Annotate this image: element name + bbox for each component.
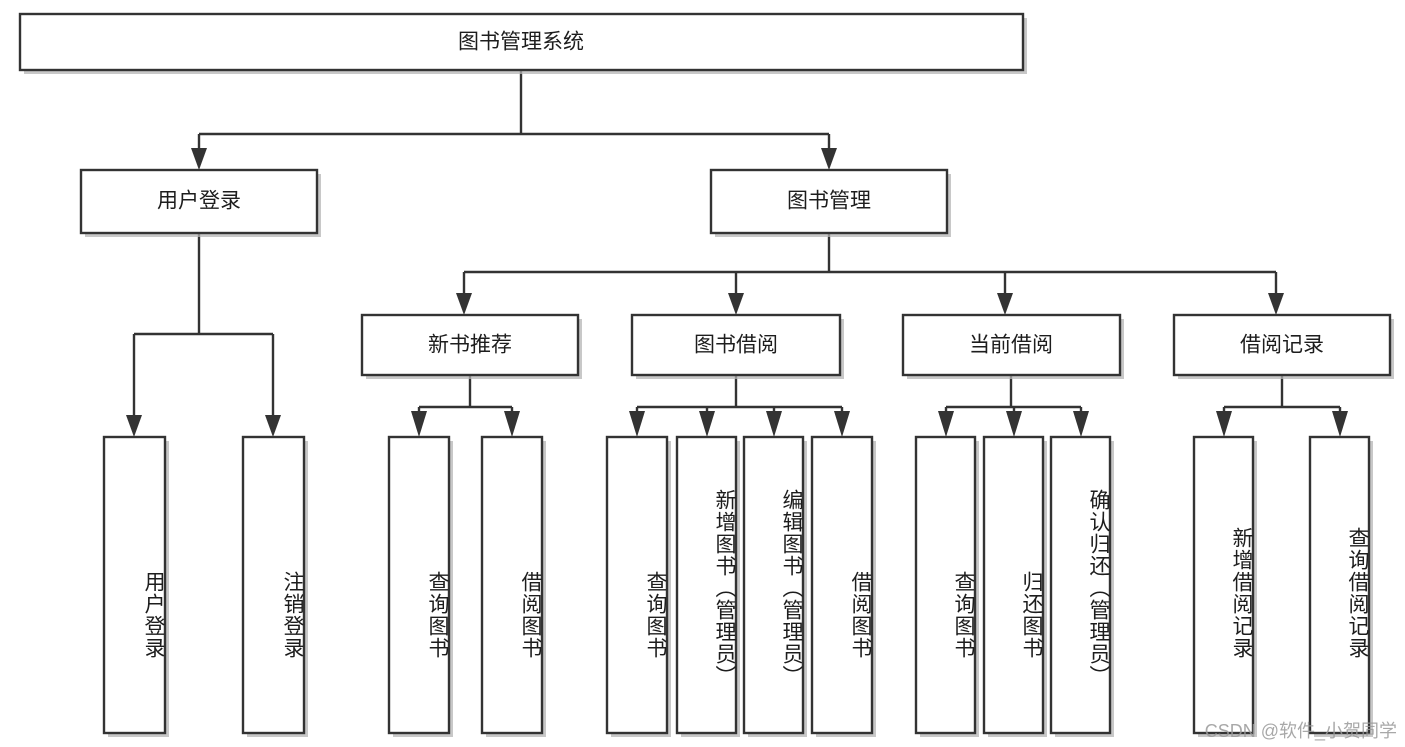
leaf-user-login-box[interactable] (102, 435, 167, 735)
node-root[interactable]: 图书管理系统 (18, 12, 1027, 74)
arrowhead-current-borrow (997, 293, 1013, 315)
arrowhead-leaf-borrow-book-2 (834, 411, 850, 437)
node-current-borrow-label: 当前借阅 (969, 334, 1053, 357)
leaf-query-book-2-box[interactable] (605, 435, 669, 735)
leaf-add-book-box[interactable] (675, 435, 738, 735)
node-borrow-record-box[interactable] (1172, 313, 1392, 377)
node-user-login-label: 用户登录 (157, 190, 241, 213)
arrowhead-borrow-record (1268, 293, 1284, 315)
arrowhead-leaf-add-record (1216, 411, 1232, 437)
node-book-manage-box[interactable] (709, 168, 949, 235)
node-current-borrow-box[interactable] (901, 313, 1122, 377)
node-new-book-recommend-box[interactable] (360, 313, 580, 377)
leaf-edit-book-box[interactable] (742, 435, 805, 735)
arrowhead-leaf-query-book-3 (938, 411, 954, 437)
node-borrow-record[interactable]: 借阅记录 (1172, 313, 1394, 379)
leaf-query-book-1-box[interactable] (387, 435, 451, 735)
arrowhead-book-borrow (728, 293, 744, 315)
arrowhead-leaf-query-book-2 (629, 411, 645, 437)
node-book-borrow[interactable]: 图书借阅 (630, 313, 844, 379)
leaf-return-book-box[interactable] (982, 435, 1045, 735)
arrowhead-leaf-edit-book (766, 411, 782, 437)
arrowhead-leaf-user-logout (265, 415, 281, 437)
node-book-manage-label: 图书管理 (787, 190, 871, 213)
node-new-book-recommend-label: 新书推荐 (428, 334, 512, 357)
leaf-query-book-3-box[interactable] (914, 435, 977, 735)
arrowhead-leaf-confirm-return (1073, 411, 1089, 437)
arrowhead-leaf-user-login (126, 415, 142, 437)
node-user-login-box[interactable] (79, 168, 319, 235)
arrowhead-leaf-add-book (699, 411, 715, 437)
arrowhead-leaf-return-book (1006, 411, 1022, 437)
node-borrow-record-label: 借阅记录 (1240, 334, 1324, 357)
node-new-book-recommend[interactable]: 新书推荐 (360, 313, 582, 379)
leaf-confirm-return-box[interactable] (1049, 435, 1112, 735)
leaf-query-record-box[interactable] (1308, 435, 1371, 735)
node-current-borrow[interactable]: 当前借阅 (901, 313, 1124, 379)
node-root-label: 图书管理系统 (458, 31, 584, 54)
node-root-box[interactable] (18, 12, 1025, 72)
leaf-add-record-box[interactable] (1192, 435, 1255, 735)
arrowhead-new-book-recommend (456, 293, 472, 315)
node-user-login[interactable]: 用户登录 (79, 168, 321, 237)
node-book-borrow-label: 图书借阅 (694, 334, 778, 357)
arrowhead-leaf-query-book-1 (411, 411, 427, 437)
arrowhead-leaf-query-record (1332, 411, 1348, 437)
arrowhead-leaf-borrow-book-1 (504, 411, 520, 437)
leaf-user-logout-box[interactable] (241, 435, 306, 735)
leaf-borrow-book-1-box[interactable] (480, 435, 544, 735)
leaf-box-layer (102, 435, 1373, 737)
leaf-borrow-book-2-box[interactable] (810, 435, 874, 735)
arrowhead-user-login (191, 148, 207, 170)
connector-layer (126, 70, 1348, 437)
node-book-borrow-box[interactable] (630, 313, 842, 377)
node-book-manage[interactable]: 图书管理 (709, 168, 951, 237)
arrowhead-book-manage (821, 148, 837, 170)
